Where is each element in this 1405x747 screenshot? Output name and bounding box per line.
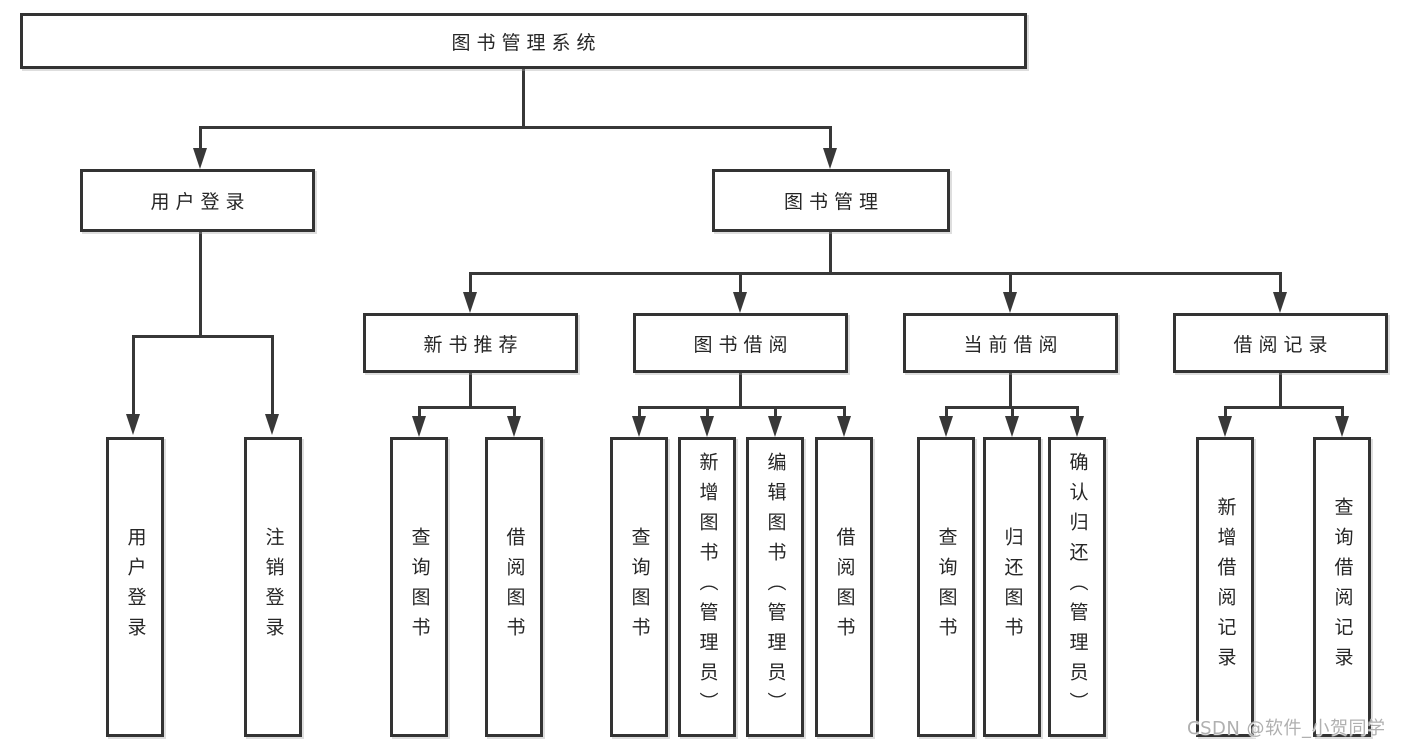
leaf-borrow-books-recommend: 借阅图书 xyxy=(485,437,543,737)
leaf-confirm-return-admin: 确认归还（管理员） xyxy=(1048,437,1106,737)
connector-line xyxy=(1008,373,1012,409)
connector-line xyxy=(738,273,742,294)
arrowhead-icon xyxy=(507,416,521,437)
connector-line xyxy=(1075,407,1079,417)
node-user-login: 用户登录 xyxy=(80,169,315,232)
node-root-library-system: 图书管理系统 xyxy=(20,13,1027,69)
leaf-query-borrow-record: 查询借阅记录 xyxy=(1313,437,1371,737)
arrowhead-icon xyxy=(265,414,279,435)
connector-line xyxy=(1278,373,1282,409)
arrowhead-icon xyxy=(768,416,782,437)
arrowhead-icon xyxy=(632,416,646,437)
connector-line xyxy=(468,273,472,294)
arrowhead-icon xyxy=(1005,416,1019,437)
arrowhead-icon xyxy=(1335,416,1349,437)
connector-line xyxy=(512,407,516,417)
connector-line xyxy=(738,373,742,409)
connector-line xyxy=(468,271,1282,275)
arrowhead-icon xyxy=(700,416,714,437)
leaf-return-books: 归还图书 xyxy=(983,437,1041,737)
connector-line xyxy=(1223,407,1227,417)
leaf-query-books-borrowing: 查询图书 xyxy=(610,437,668,737)
connector-line xyxy=(468,373,472,409)
node-book-borrowing: 图书借阅 xyxy=(633,313,848,373)
connector-line xyxy=(705,407,709,417)
connector-line xyxy=(1008,273,1012,294)
connector-line xyxy=(828,127,832,153)
connector-line xyxy=(637,405,846,409)
leaf-borrow-books: 借阅图书 xyxy=(815,437,873,737)
connector-line xyxy=(1340,407,1344,417)
arrowhead-icon xyxy=(939,416,953,437)
connector-line xyxy=(1278,273,1282,294)
connector-line xyxy=(417,407,421,417)
connector-line xyxy=(828,232,832,275)
csdn-watermark: CSDN @软件_小贺同学 xyxy=(1187,718,1386,739)
arrowhead-icon xyxy=(412,416,426,437)
arrowhead-icon xyxy=(126,414,140,435)
leaf-add-books-admin: 新增图书（管理员） xyxy=(678,437,736,737)
connector-line xyxy=(270,336,274,416)
connector-line xyxy=(417,405,516,409)
connector-line xyxy=(198,127,202,152)
connector-line xyxy=(773,407,777,417)
leaf-edit-books-admin: 编辑图书（管理员） xyxy=(746,437,804,737)
leaf-logout: 注销登录 xyxy=(244,437,302,737)
connector-line xyxy=(131,334,274,338)
arrowhead-icon xyxy=(733,292,747,313)
leaf-query-books-current: 查询图书 xyxy=(917,437,975,737)
connector-line xyxy=(131,336,135,416)
node-book-management: 图书管理 xyxy=(712,169,950,232)
connector-line xyxy=(944,405,1079,409)
connector-line xyxy=(1010,407,1014,417)
node-borrowing-records: 借阅记录 xyxy=(1173,313,1388,373)
arrowhead-icon xyxy=(193,148,207,169)
leaf-user-login: 用户登录 xyxy=(106,437,164,737)
connector-line xyxy=(198,125,832,129)
arrowhead-icon xyxy=(463,292,477,313)
leaf-add-borrow-record: 新增借阅记录 xyxy=(1196,437,1254,737)
connector-line xyxy=(944,407,948,417)
node-new-book-recommend: 新书推荐 xyxy=(363,313,578,373)
arrowhead-icon xyxy=(1218,416,1232,437)
connector-line xyxy=(842,407,846,417)
arrowhead-icon xyxy=(837,416,851,437)
arrowhead-icon xyxy=(1003,292,1017,313)
connector-line xyxy=(198,230,202,338)
leaf-query-books-recommend: 查询图书 xyxy=(390,437,448,737)
arrowhead-icon xyxy=(1273,292,1287,313)
node-current-borrowing: 当前借阅 xyxy=(903,313,1118,373)
connector-line xyxy=(1223,405,1344,409)
arrowhead-icon xyxy=(1070,416,1084,437)
arrowhead-icon xyxy=(823,148,837,169)
connector-line xyxy=(521,69,525,129)
connector-line xyxy=(637,407,641,417)
